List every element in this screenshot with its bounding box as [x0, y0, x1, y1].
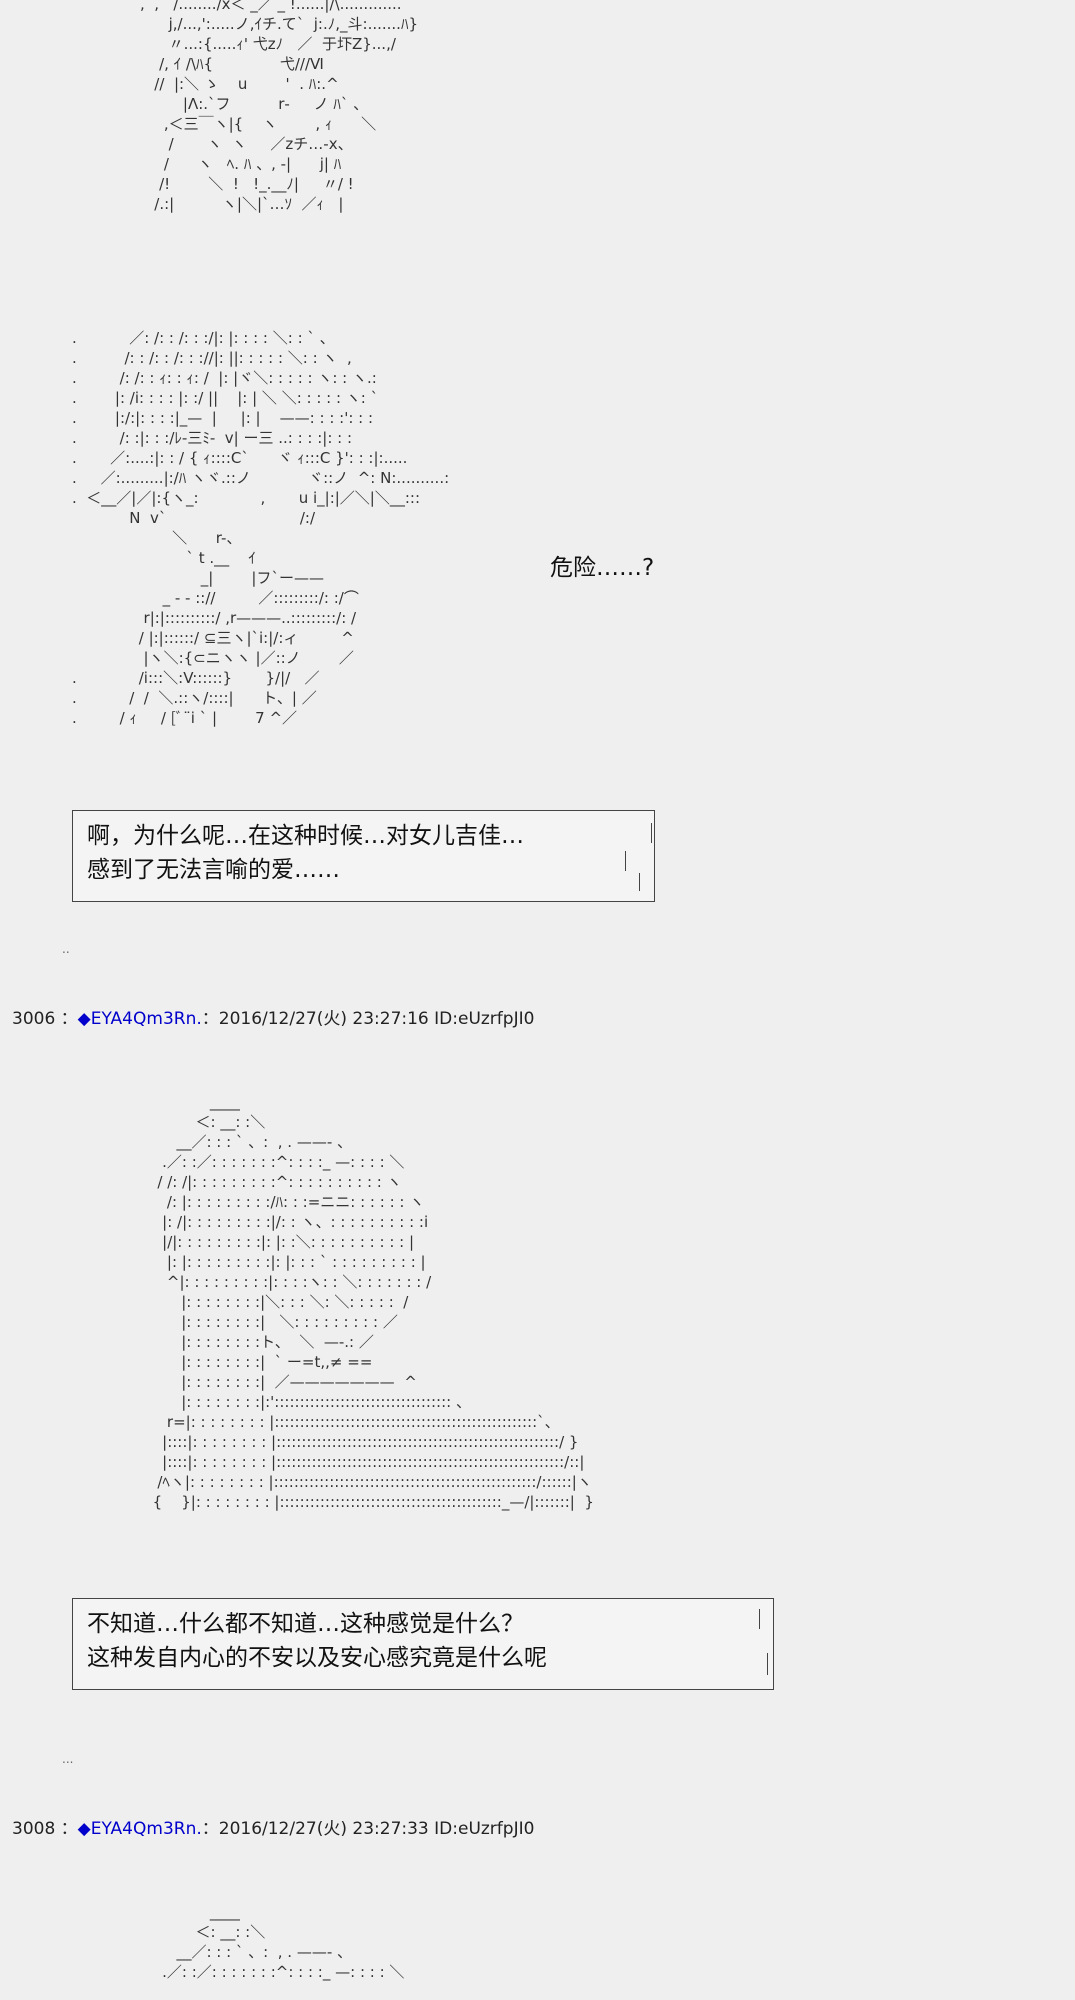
post-number: 3008: [12, 1819, 56, 1839]
box-tick-mark: [767, 1653, 768, 1675]
dialogue-box-2: 不知道…什么都不知道…这种感觉是什么？ 这种发自内心的不安以及安心感究竟是什么呢: [72, 1598, 774, 1690]
post-info: ：2016/12/27(火) 23:27:33 ID:eUzrfpJI0: [201, 1819, 535, 1839]
post-trip-link[interactable]: ◆EYA4Qm3Rn.: [77, 1819, 202, 1839]
post-trip-link[interactable]: ◆EYA4Qm3Rn.: [77, 1009, 202, 1029]
separator-dots: ..: [62, 942, 70, 956]
box-tick-mark: [759, 1609, 760, 1629]
speech-text-danger: 危险……?: [550, 555, 655, 581]
dialogue-line: 感到了无法言喻的爱……: [87, 857, 340, 883]
ascii-art-figure-bottom-partial: ____ ＜: __: :＼ __／: : : ` 、: , . ——- 、 .…: [162, 1903, 405, 1981]
post-header: 3006 ：◆EYA4Qm3Rn.：2016/12/27(火) 23:27:16…: [12, 1004, 534, 1029]
ascii-art-figure-bottom: ____ ＜: __: :＼ __／: : : ` 、: , . ——- 、 .…: [152, 1093, 594, 1511]
dialogue-line: 不知道…什么都不知道…这种感觉是什么？: [87, 1611, 524, 1637]
ascii-art-figure-top: , , /......../x＜ _／ _ !......|/\........…: [140, 0, 418, 213]
post-header: 3008 ：◆EYA4Qm3Rn.：2016/12/27(火) 23:27:33…: [12, 1814, 534, 1839]
post-separator: ：: [55, 1819, 78, 1839]
dialogue-line: 这种发自内心的不安以及安心感究竟是什么呢: [87, 1645, 547, 1671]
box-tick-mark: [651, 823, 652, 843]
post-info: ：2016/12/27(火) 23:27:16 ID:eUzrfpJI0: [201, 1009, 535, 1029]
dialogue-box-1: 啊，为什么呢…在这种时候…对女儿吉佳… 感到了无法言喻的爱……: [72, 810, 655, 902]
post-number: 3006: [12, 1009, 56, 1029]
box-tick-mark: [625, 851, 626, 871]
box-tick-mark: [639, 873, 640, 891]
separator-dots: ...: [62, 1752, 74, 1766]
dialogue-line: 啊，为什么呢…在这种时候…对女儿吉佳…: [87, 823, 524, 849]
ascii-art-figure-middle: . ／: /: : /: : :/|: |: : : : ＼: : ` 、 . …: [72, 329, 450, 727]
post-separator: ：: [55, 1009, 78, 1029]
